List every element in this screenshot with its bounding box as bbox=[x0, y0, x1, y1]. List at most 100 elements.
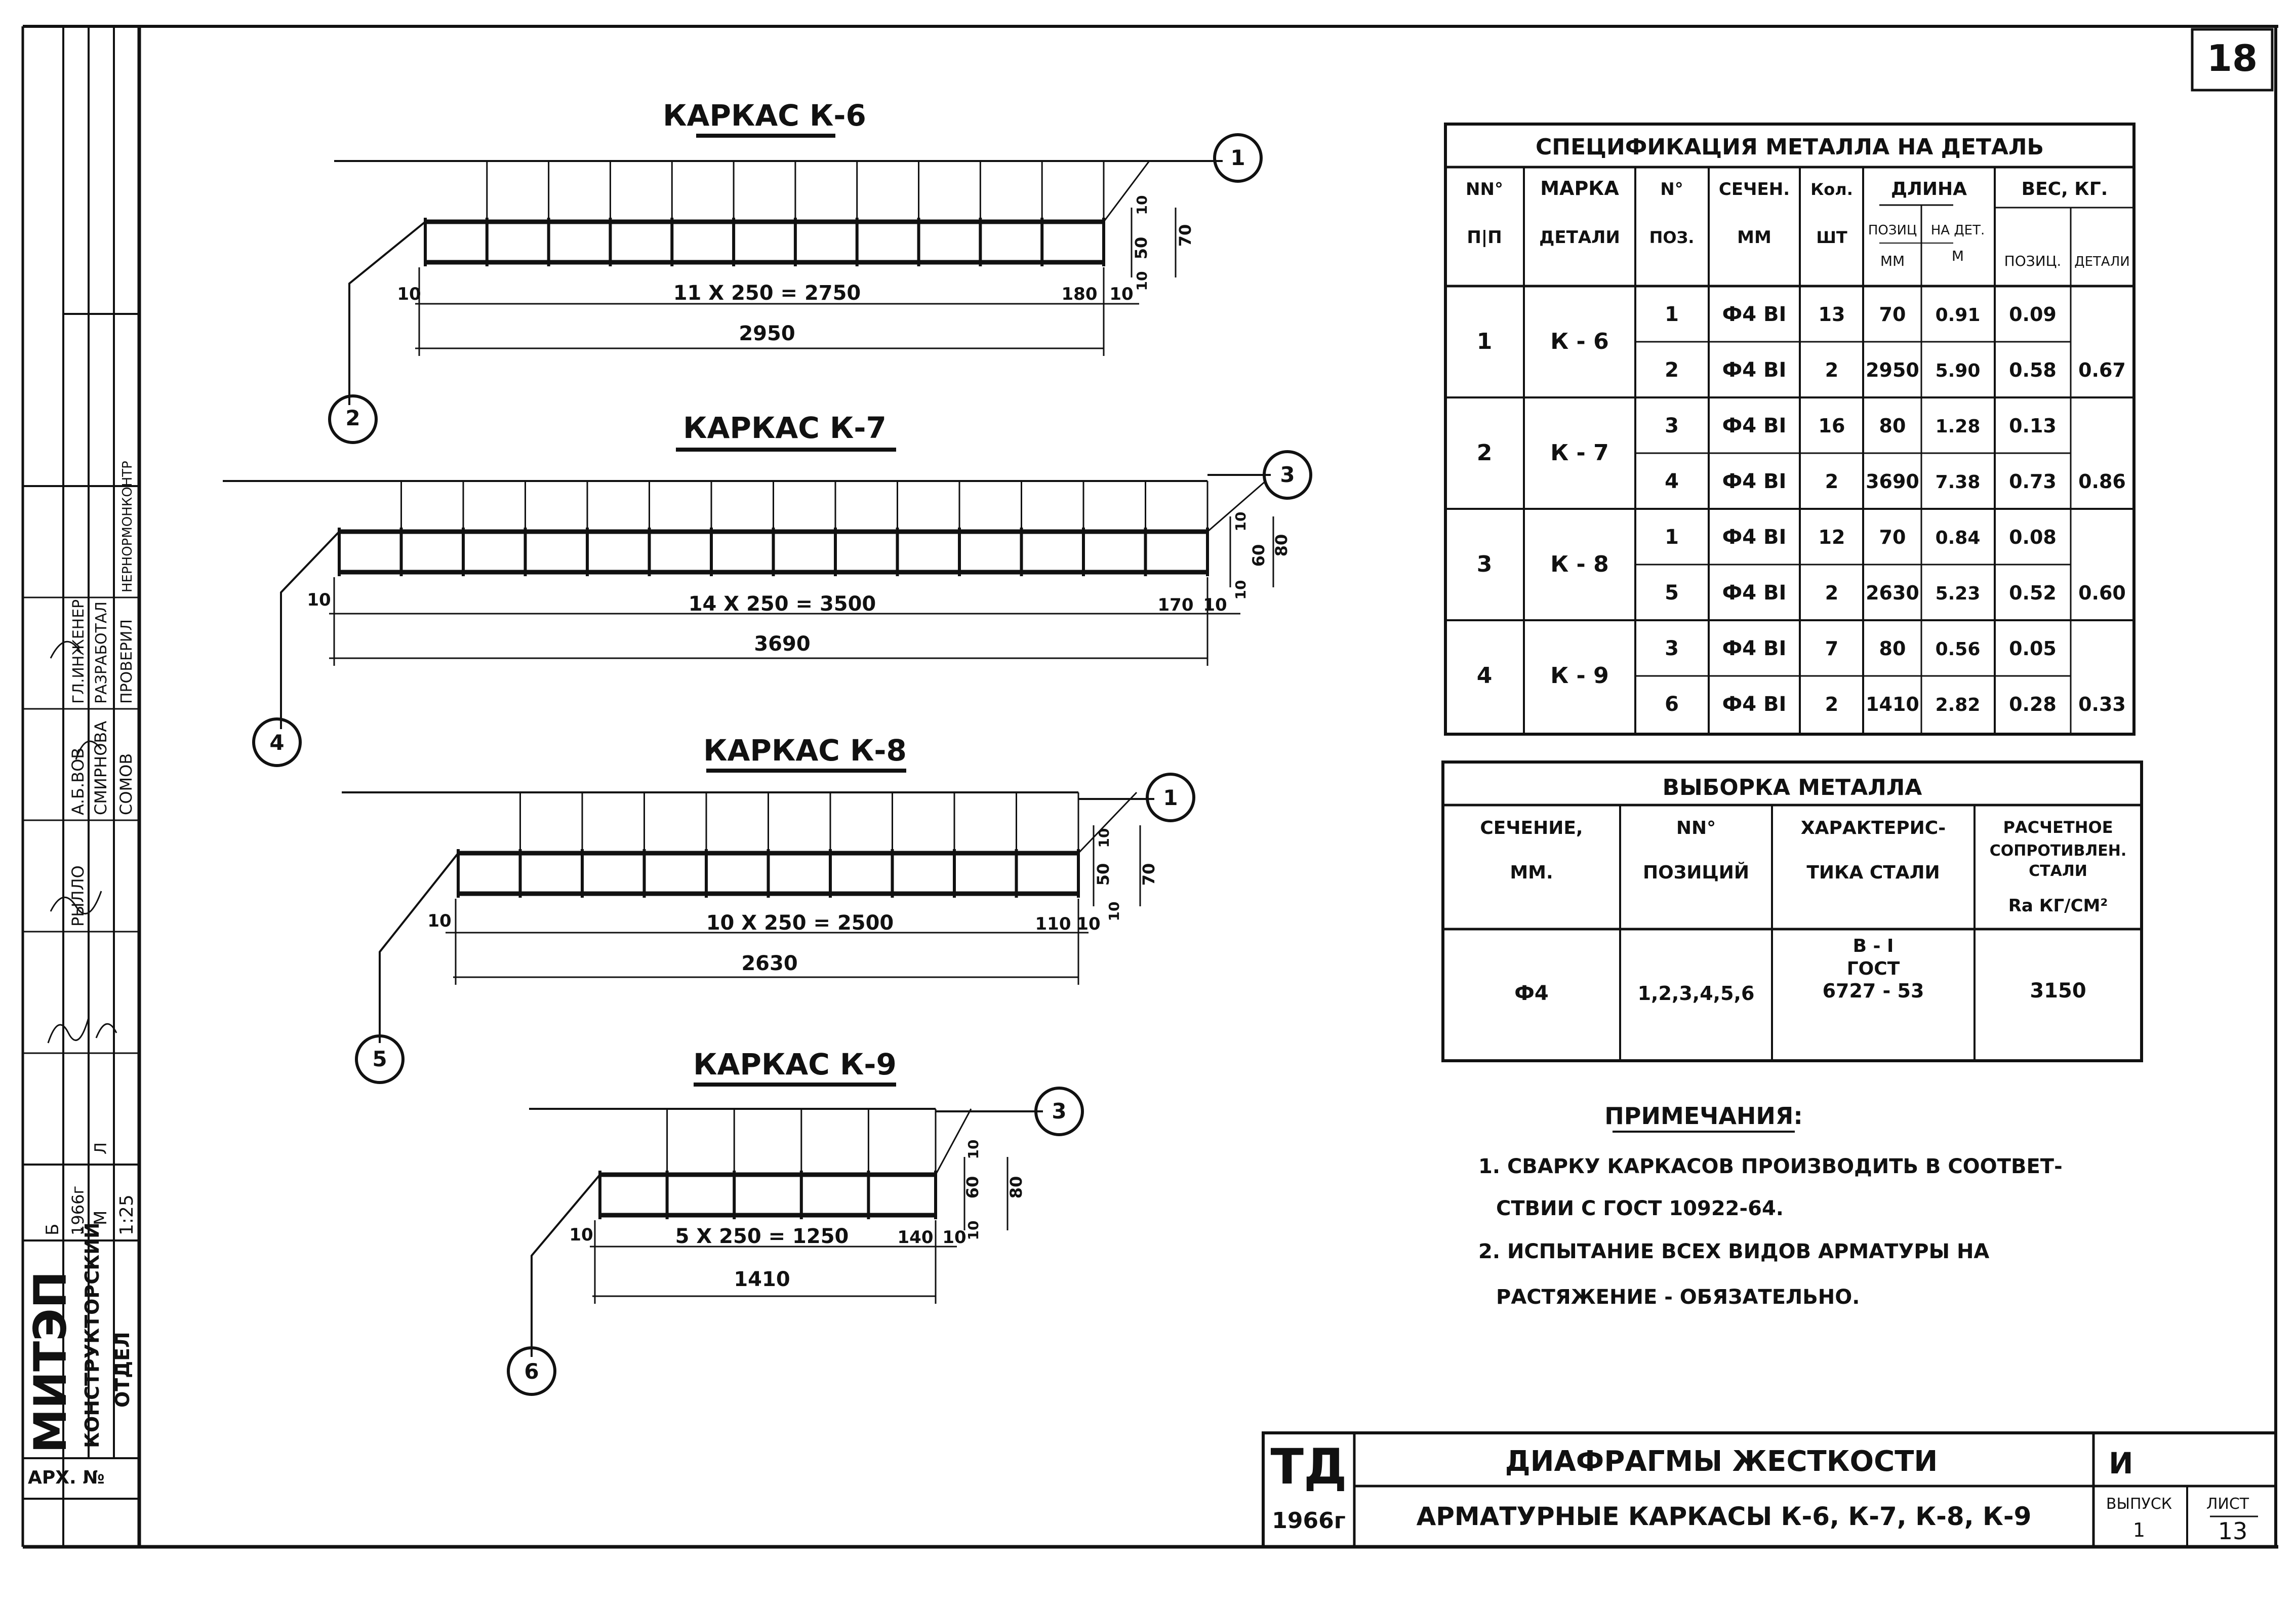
spec-cell-len: 1410 bbox=[1866, 693, 1919, 715]
k9-geometry bbox=[507, 1087, 1084, 1396]
spec-cell-pos: 2 bbox=[1665, 358, 1679, 382]
spec-cell-len: 70 bbox=[1879, 303, 1906, 326]
k9-pos-top: 3 bbox=[1052, 1099, 1066, 1124]
spec-cell-len_det: 5.90 bbox=[1936, 361, 1981, 381]
spec-cell-kol: 2 bbox=[1825, 693, 1838, 715]
k8-geometry bbox=[342, 773, 1195, 1084]
side-sheet-b: Л bbox=[91, 1142, 110, 1154]
spec-cell-len_det: 0.84 bbox=[1936, 528, 1981, 548]
side-stamp: МИТЭП КОНСТРУКТОРСКИЙ ОТДЕЛ АРХ. № Б 196… bbox=[23, 26, 139, 1547]
k9-end-diagonal bbox=[935, 1108, 972, 1175]
k6-height-gap-top: 10 bbox=[1134, 195, 1150, 215]
k8-pos-circle-top bbox=[1146, 773, 1195, 822]
spec-cell-kol: 2 bbox=[1825, 359, 1838, 381]
k7-height-gap-top: 10 bbox=[1232, 512, 1249, 532]
notes-line-3: 2. ИСПЫТАНИЕ ВСЕХ ВИДОВ АРМАТУРЫ НА bbox=[1478, 1240, 1989, 1263]
vyborka-h2a: NN° bbox=[1676, 818, 1716, 838]
side-name-1: А.Б.ВОВ bbox=[68, 748, 88, 815]
tb-list-label: ЛИСТ bbox=[2206, 1495, 2249, 1513]
frame-title-k8: КАРКАС К-8 bbox=[703, 733, 907, 768]
spec-cell-len_det: 5.23 bbox=[1936, 583, 1981, 604]
notes-line-2: СТВИИ С ГОСТ 10922-64. bbox=[1496, 1197, 1784, 1220]
vyborka-steel3: 6727 - 53 bbox=[1823, 980, 1924, 1002]
k7-height-outer: 80 bbox=[1272, 534, 1291, 557]
spec-cell-len_det: 0.91 bbox=[1936, 305, 1981, 326]
side-m-label: М bbox=[91, 1211, 111, 1225]
k9-end-dim: 140 bbox=[898, 1227, 934, 1248]
sheet-number-box: 18 bbox=[2191, 28, 2274, 92]
k8-pos-circle-bottom bbox=[355, 1034, 405, 1084]
spec-cell-marka: К - 8 bbox=[1550, 551, 1608, 577]
k8-pos-bottom: 5 bbox=[372, 1047, 387, 1071]
side-name-3: СОМОВ bbox=[116, 753, 136, 815]
k6-end-diagonal bbox=[1103, 161, 1150, 222]
spec-cell-pos: 6 bbox=[1665, 693, 1679, 716]
spec-cell-w: 0.05 bbox=[2009, 637, 2057, 660]
k6-leader-bottom bbox=[348, 221, 426, 405]
frames-drawings: КАРКАС К-6 КАРКАС К-7 КАРКАС К-8 КАРКАС … bbox=[223, 98, 1312, 1396]
spec-cell-nn: 2 bbox=[1477, 440, 1493, 466]
side-role-1: ГЛ.ИНЖЕНЕР bbox=[70, 599, 88, 704]
k9-height-outer: 80 bbox=[1006, 1176, 1026, 1199]
spec-cell-total: 0.67 bbox=[2078, 359, 2126, 381]
frame-title-k7: КАРКАС К-7 bbox=[683, 411, 887, 445]
k6-pos-bottom: 2 bbox=[345, 406, 360, 430]
vyborka-ra: 3150 bbox=[2030, 979, 2086, 1003]
spec-cell-len_det: 2.82 bbox=[1936, 695, 1981, 715]
k7-end-dim: 170 bbox=[1158, 595, 1194, 615]
spec-h-ves-pos: ПОЗИЦ. bbox=[2004, 253, 2062, 269]
side-arch: АРХ. № bbox=[28, 1467, 105, 1488]
k8-leader-bottom bbox=[379, 852, 459, 1043]
k6-geometry bbox=[328, 133, 1263, 444]
tb-issue: 1 bbox=[2133, 1519, 2145, 1541]
spec-h-dl-pos-u: ММ bbox=[1880, 253, 1905, 269]
vyborka-h3a: ХАРАКТЕРИС- bbox=[1801, 818, 1946, 838]
spec-title: СПЕЦИФИКАЦИЯ МЕТАЛЛА НА ДЕТАЛЬ bbox=[1536, 134, 2044, 160]
k8-right-dim: 10 bbox=[1076, 914, 1100, 934]
side-name-2: СМИРНОВА bbox=[91, 721, 110, 815]
frame-title-k9: КАРКАС К-9 bbox=[693, 1047, 897, 1082]
spec-cell-len: 3690 bbox=[1866, 470, 1919, 493]
k9-left-dim: 10 bbox=[569, 1225, 593, 1245]
spec-cell-kol: 12 bbox=[1819, 526, 1845, 548]
spec-cell-w: 0.58 bbox=[2009, 359, 2057, 381]
k9-pos-circle-bottom bbox=[507, 1346, 556, 1396]
k7-pos-top: 3 bbox=[1280, 462, 1295, 487]
side-dept1: КОНСТРУКТОРСКИЙ bbox=[81, 1222, 103, 1448]
spec-cell-sech: Ф4 ВI bbox=[1722, 637, 1787, 660]
spec-cell-pos: 3 bbox=[1665, 637, 1679, 660]
spec-cell-marka: К - 7 bbox=[1550, 440, 1608, 466]
k7-height-gap-bottom: 10 bbox=[1232, 580, 1249, 600]
spec-table: СПЕЦИФИКАЦИЯ МЕТАЛЛА НА ДЕТАЛЬ NN° П|П М… bbox=[1444, 123, 2136, 736]
spec-cell-len_det: 7.38 bbox=[1936, 472, 1981, 493]
spec-h-nn: NN° bbox=[1466, 179, 1503, 199]
vyborka-h3b: ТИКА СТАЛИ bbox=[1806, 862, 1940, 883]
spec-cell-kol: 16 bbox=[1819, 415, 1845, 437]
vyborka-h1b: ММ. bbox=[1510, 862, 1553, 883]
vyborka-h1a: СЕЧЕНИЕ, bbox=[1480, 818, 1583, 838]
k7-end-diagonal bbox=[1207, 480, 1266, 533]
spec-h-pos2: ПОЗ. bbox=[1649, 228, 1695, 247]
spec-cell-kol: 7 bbox=[1825, 637, 1838, 660]
spec-h-dl-det-u: М bbox=[1952, 248, 1964, 264]
spec-cell-marka: К - 6 bbox=[1550, 329, 1608, 354]
k6-right-dim: 10 bbox=[1109, 284, 1133, 304]
spec-cell-len: 2950 bbox=[1866, 359, 1919, 381]
spec-cell-w: 0.73 bbox=[2009, 470, 2057, 493]
k9-count-dim: 5 Х 250 = 1250 bbox=[675, 1225, 849, 1248]
spec-cell-pos: 5 bbox=[1665, 581, 1679, 605]
notes: ПРИМЕЧАНИЯ: 1. СВАРКУ КАРКАСОВ ПРОИЗВОДИ… bbox=[1478, 1102, 2063, 1309]
side-role-2: РАЗРАБОТАЛ bbox=[93, 602, 110, 704]
k6-height-inner: 50 bbox=[1132, 237, 1151, 260]
notes-title: ПРИМЕЧАНИЯ: bbox=[1604, 1102, 1803, 1130]
k9-height-gap-bottom: 10 bbox=[965, 1221, 982, 1240]
k8-height-outer: 70 bbox=[1139, 863, 1158, 886]
spec-cell-total: 0.86 bbox=[2078, 470, 2126, 493]
k9-total-dim: 1410 bbox=[734, 1268, 790, 1291]
spec-cell-len_det: 1.28 bbox=[1936, 416, 1981, 437]
spec-cell-pos: 1 bbox=[1665, 526, 1679, 549]
spec-cell-total: 0.33 bbox=[2078, 693, 2126, 715]
spec-cell-w: 0.09 bbox=[2009, 303, 2057, 326]
k7-pos-circle-bottom bbox=[252, 717, 302, 767]
